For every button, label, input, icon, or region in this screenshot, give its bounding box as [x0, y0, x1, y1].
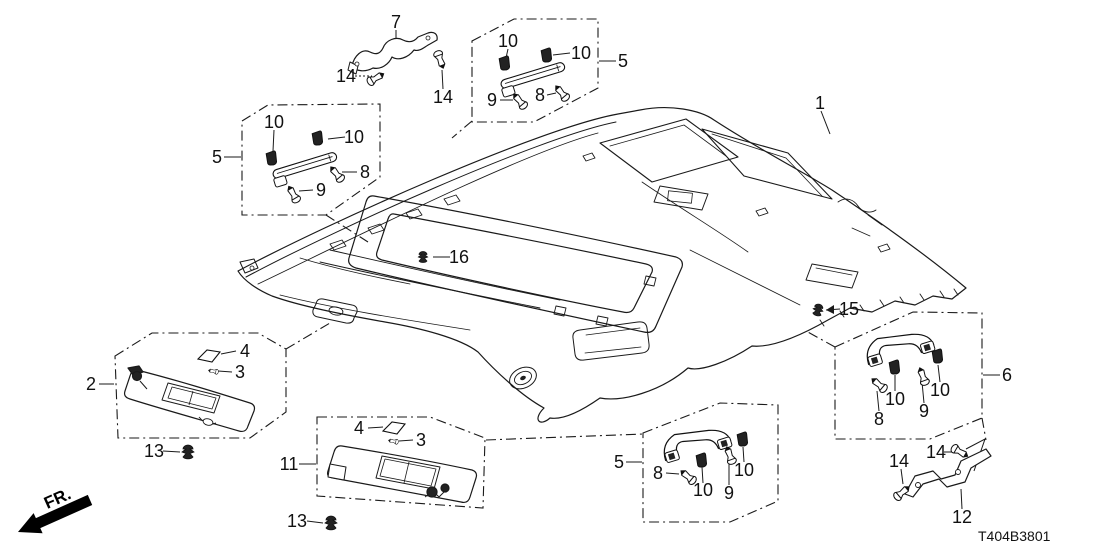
callout-label-14-34: 14	[888, 451, 910, 471]
callout-label-9-13: 9	[315, 180, 327, 200]
screw-3	[387, 437, 400, 445]
callout-label-7-0: 7	[390, 12, 402, 32]
leader-lines	[99, 30, 1000, 524]
screw-14-left	[365, 69, 387, 88]
clip-15	[811, 302, 825, 318]
screw-9	[915, 365, 931, 388]
headliner-panel	[237, 107, 967, 423]
screw-8	[326, 163, 347, 185]
handle-box-bottom	[642, 402, 779, 523]
sunroof-opening	[375, 213, 653, 314]
clip-13	[181, 444, 195, 460]
callout-label-13-19: 13	[143, 441, 165, 461]
cap-10	[735, 431, 751, 449]
screw-3	[207, 367, 220, 375]
callout-label-10-3: 10	[497, 31, 519, 51]
cap-10	[264, 150, 280, 168]
callout-label-8-12: 8	[359, 162, 371, 182]
front-direction-arrow	[18, 494, 93, 534]
callout-label-13-23: 13	[286, 511, 308, 531]
callout-label-6-29: 6	[1001, 365, 1013, 385]
callout-label-10-33: 10	[929, 380, 951, 400]
cap-10	[887, 359, 903, 377]
cap-10	[310, 130, 326, 148]
cap-10	[539, 47, 555, 65]
callout-label-15-15: 15	[838, 299, 860, 319]
callout-label-2-16: 2	[85, 374, 97, 394]
handle-box-left	[241, 103, 381, 216]
callout-label-1-8: 1	[814, 93, 826, 113]
callout-label-9-32: 9	[918, 401, 930, 421]
bracket-7	[347, 31, 438, 75]
bracket-12	[904, 448, 992, 498]
callout-label-9-6: 9	[486, 90, 498, 110]
clip-16	[417, 251, 429, 263]
callout-label-9-27: 9	[723, 483, 735, 503]
clip-13	[324, 515, 338, 531]
diagram-code: T404B3801	[978, 528, 1051, 544]
callout-label-14-2: 14	[432, 87, 454, 107]
callout-label-8-7: 8	[534, 85, 546, 105]
screw-14-right	[432, 48, 448, 71]
callout-label-10-30: 10	[884, 389, 906, 409]
handle-box-right	[834, 311, 983, 440]
screw-9	[284, 183, 303, 205]
callout-label-5-11: 5	[211, 147, 223, 167]
handle-box-top	[471, 18, 599, 123]
cap-10	[497, 55, 513, 73]
grab-handle-kit-left	[264, 130, 347, 205]
visor-box-left	[114, 332, 287, 439]
callout-label-10-9: 10	[263, 112, 285, 132]
callout-label-10-10: 10	[343, 127, 365, 147]
callout-label-4-21: 4	[353, 418, 365, 438]
callout-label-14-1: 14	[335, 66, 357, 86]
visor-holder-card	[197, 349, 221, 363]
callout-label-3-18: 3	[234, 362, 246, 382]
callout-label-4-17: 4	[239, 341, 251, 361]
callout-label-3-22: 3	[415, 430, 427, 450]
callout-label-11-20: 11	[279, 454, 299, 474]
visor-holder-card	[382, 421, 406, 435]
callout-label-5-5: 5	[617, 51, 629, 71]
phantom-boxes	[114, 18, 987, 523]
callout-label-14-35: 14	[925, 442, 947, 462]
callout-label-8-31: 8	[873, 409, 885, 429]
callout-label-8-25: 8	[652, 463, 664, 483]
callout-label-10-26: 10	[692, 480, 714, 500]
visor-box-bottom	[316, 416, 486, 509]
callout-label-16-14: 16	[448, 247, 470, 267]
callout-label-10-28: 10	[733, 460, 755, 480]
callout-label-10-4: 10	[570, 43, 592, 63]
sun-visor-right	[326, 445, 478, 504]
cap-10	[694, 452, 710, 470]
sun-visor-left	[123, 365, 256, 433]
callout-label-5-24: 5	[613, 452, 625, 472]
callout-label-12-36: 12	[951, 507, 973, 527]
